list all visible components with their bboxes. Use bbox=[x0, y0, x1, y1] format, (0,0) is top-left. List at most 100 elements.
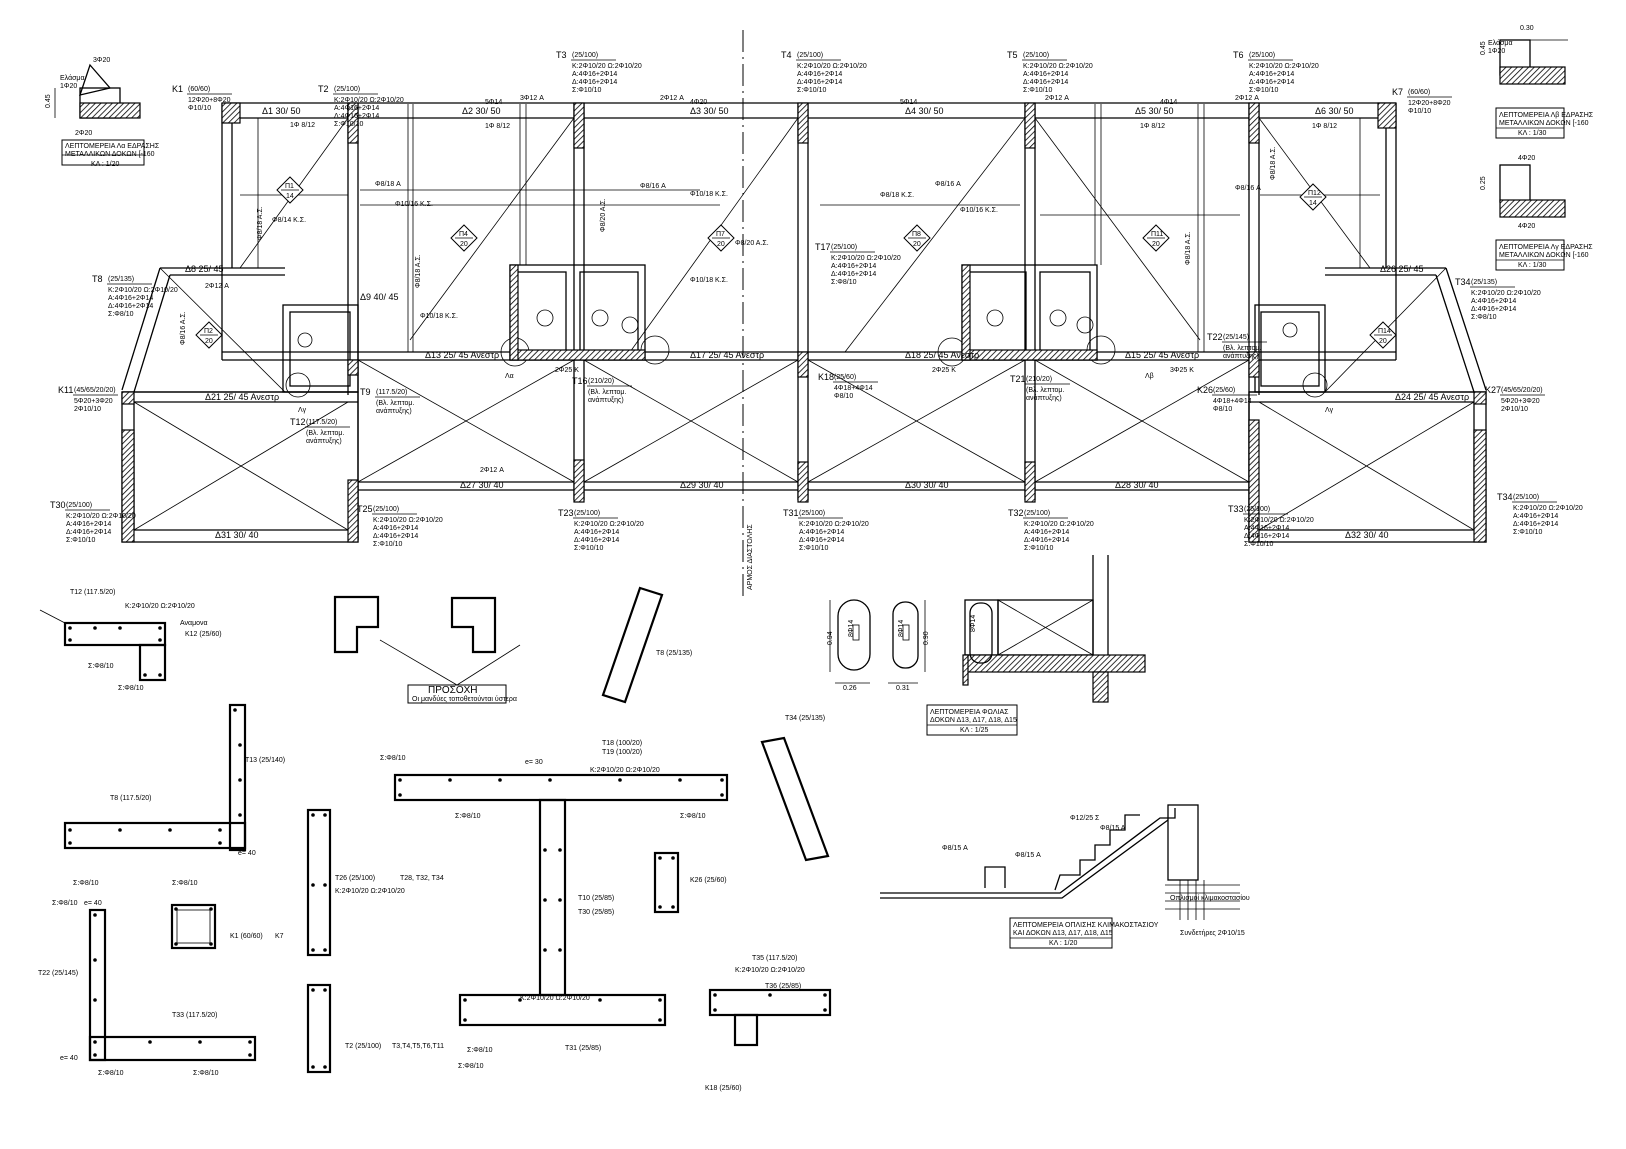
rebar-dot bbox=[823, 993, 827, 997]
detail-label: 3Φ20 bbox=[93, 57, 110, 64]
rebar-note: 1Φ 8/12 bbox=[290, 122, 315, 129]
rebar-note: Λγ bbox=[1325, 407, 1334, 414]
column-reinforcement: K:2Φ10/20 Ω:2Φ10/20 bbox=[373, 517, 443, 524]
column-reinforcement: ανάπτυξης) bbox=[1223, 352, 1259, 360]
stirrup-label: K:2Φ10/20 Ω:2Φ10/20 bbox=[590, 767, 660, 774]
slab-id: Π4 bbox=[459, 231, 468, 238]
rebar-dot bbox=[93, 998, 97, 1002]
rebar-note: Φ10/18 K.Σ. bbox=[690, 277, 728, 284]
dimension-label: 0.94 bbox=[827, 631, 834, 645]
column-reinforcement: Σ:Φ10/10 bbox=[1024, 545, 1053, 552]
beam-label: Δ2 30/ 50 bbox=[462, 106, 501, 116]
column-reinforcement: (Βλ. λεπτομ. bbox=[588, 389, 626, 396]
column-reinforcement: A:4Φ16+2Φ14 bbox=[1023, 71, 1068, 78]
detail-scale: ΚΛ : 1/30 bbox=[1518, 262, 1547, 269]
rebar-dot bbox=[209, 907, 213, 911]
column-reinforcement: 12Φ20+8Φ20 bbox=[188, 97, 231, 104]
stirrup-label: Σ:Φ8/10 bbox=[680, 813, 706, 820]
column-dimensions: (210/20) bbox=[1026, 376, 1052, 383]
rebar-note: Φ8/18 Α.Σ. bbox=[415, 254, 422, 288]
section-label: K26 (25/60) bbox=[690, 877, 727, 884]
beam-label: Δ26 25/ 45 bbox=[1380, 264, 1424, 274]
section-label: K18 (25/60) bbox=[705, 1085, 742, 1092]
column-reinforcement: Σ:Φ10/10 bbox=[572, 87, 601, 94]
column-reinforcement: Σ:Φ10/10 bbox=[1023, 87, 1052, 94]
column-reinforcement: Φ8/10 bbox=[1213, 406, 1232, 413]
rebar-dot bbox=[248, 1053, 252, 1057]
rebar-dot bbox=[311, 1065, 315, 1069]
detail-label: Αναμονα bbox=[180, 620, 208, 627]
rebar-dot bbox=[218, 841, 222, 845]
column-name: T16 bbox=[572, 376, 588, 386]
column-reinforcement: Σ:Φ10/10 bbox=[334, 121, 363, 128]
column-reinforcement: Δ:4Φ16+2Φ14 bbox=[797, 79, 842, 86]
column-name: T5 bbox=[1007, 50, 1018, 60]
column-dimensions: (25/100) bbox=[572, 52, 598, 59]
rebar-dot bbox=[68, 626, 72, 630]
section-label: T35 (117.5/20) bbox=[752, 955, 797, 962]
beam-label: Δ9 40/ 45 bbox=[360, 292, 399, 302]
section-label: T12 (117.5/20) bbox=[70, 589, 115, 596]
detail-label: Οπλισμοί κλιμακοστασίου bbox=[1170, 894, 1250, 902]
column-annotation: T30(25/100)K:2Φ10/20 Ω:2Φ10/20A:4Φ16+2Φ1… bbox=[50, 500, 136, 544]
column-reinforcement: A:4Φ16+2Φ14 bbox=[66, 521, 111, 528]
rebar-dot bbox=[174, 907, 178, 911]
slab-id: Π12 bbox=[1308, 190, 1321, 197]
rebar-dot bbox=[238, 813, 242, 817]
column-name: T2 bbox=[318, 84, 329, 94]
column-reinforcement: (Βλ. λεπτομ. bbox=[306, 430, 344, 437]
rebar-dot bbox=[158, 638, 162, 642]
column-dimensions: (25/135) bbox=[108, 276, 134, 283]
column-reinforcement: K:2Φ10/20 Ω:2Φ10/20 bbox=[831, 255, 901, 262]
detail-lb bbox=[1495, 39, 1568, 139]
column-annotation: T3(25/100)K:2Φ10/20 Ω:2Φ10/20A:4Φ16+2Φ14… bbox=[556, 50, 642, 94]
rebar-dot bbox=[68, 828, 72, 832]
stirrup-label: Σ:Φ8/10 bbox=[467, 1047, 493, 1054]
detail-lg bbox=[1495, 164, 1566, 271]
beam-label: Δ17 25/ 45 Ανεστρ bbox=[690, 350, 764, 360]
slab-id: Π7 bbox=[716, 231, 725, 238]
rebar-note: Φ10/18 Κ.Σ. bbox=[690, 191, 728, 198]
column-annotation: T21(210/20)(Βλ. λεπτομ.ανάπτυξης) bbox=[1010, 374, 1070, 402]
rebar-dot bbox=[448, 778, 452, 782]
rebar-dot bbox=[558, 898, 562, 902]
column-annotation: T31(25/100)K:2Φ10/20 Ω:2Φ10/20A:4Φ16+2Φ1… bbox=[783, 508, 869, 552]
rebar-dot bbox=[233, 708, 237, 712]
column-reinforcement: K:2Φ10/20 Ω:2Φ10/20 bbox=[572, 63, 642, 70]
beam-label: Δ8 25/ 45 bbox=[185, 264, 224, 274]
column-reinforcement: Δ:4Φ16+2Φ14 bbox=[66, 529, 111, 536]
beam-label: Δ32 30/ 40 bbox=[1345, 530, 1389, 540]
dimension-label: 0.90 bbox=[923, 631, 930, 645]
column-reinforcement: Σ:Φ10/10 bbox=[797, 87, 826, 94]
attention-note: Οι μανδύες τοποθετούνται ύστερα bbox=[412, 695, 517, 703]
expansion-joint-label: ΑΡΜΟΣ ΔΙΑΣΤΟΛΗΣ bbox=[747, 524, 754, 590]
section-label: T26 (25/100) bbox=[335, 875, 375, 882]
rebar-dot bbox=[93, 1053, 97, 1057]
stirrup-label: Σ:Φ8/10 bbox=[73, 880, 99, 887]
column-name: T22 bbox=[1207, 332, 1223, 342]
column-annotation: T33(25/100)K:2Φ10/20 Ω:2Φ10/20A:4Φ16+2Φ1… bbox=[1228, 504, 1314, 548]
column-annotation: T8(25/135)K:2Φ10/20 Ω:2Φ10/20A:4Φ16+2Φ14… bbox=[92, 274, 178, 318]
detail-label: Ελάσμα bbox=[1488, 39, 1513, 47]
column-dimensions: (25/100) bbox=[373, 506, 399, 513]
column-sections bbox=[39, 586, 832, 1074]
column-reinforcement: A:4Φ16+2Φ14 bbox=[1244, 525, 1289, 532]
section-label: T10 (25/85) bbox=[578, 895, 614, 902]
column-reinforcement: 4Φ18+4Φ14 bbox=[1213, 398, 1252, 405]
rebar-dot bbox=[323, 883, 327, 887]
beam-label: Δ21 25/ 45 Ανεστρ bbox=[205, 392, 279, 402]
column-reinforcement: Σ:Φ10/10 bbox=[574, 545, 603, 552]
column-dimensions: (25/100) bbox=[797, 52, 823, 59]
rebar-note: 2Φ12 A bbox=[480, 467, 504, 474]
rebar-note: 5Φ14 bbox=[485, 99, 502, 106]
rebar-dot bbox=[68, 841, 72, 845]
rebar-dot bbox=[678, 778, 682, 782]
column-reinforcement: K:2Φ10/20 Ω:2Φ10/20 bbox=[1024, 521, 1094, 528]
rebar-dot bbox=[548, 778, 552, 782]
detail-scale: ΚΛ : 1/30 bbox=[1518, 130, 1547, 137]
slab-thickness: 20 bbox=[1152, 241, 1160, 248]
column-reinforcement: A:4Φ16+2Φ14 bbox=[334, 105, 379, 112]
